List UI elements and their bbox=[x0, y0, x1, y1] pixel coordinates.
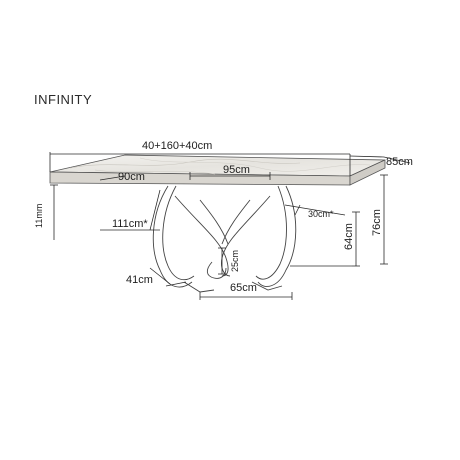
label-depth: 85cm bbox=[386, 156, 413, 168]
infinity-base bbox=[152, 185, 297, 293]
label-base-height: 64cm bbox=[343, 223, 355, 250]
label-leg-height-inner: 25cm bbox=[230, 250, 240, 272]
dim-inner-width: 90cm bbox=[99, 171, 145, 183]
dim-base-length: 111cm* bbox=[100, 189, 161, 231]
dim-inner-length: 95cm bbox=[189, 164, 271, 180]
dim-leg-height-inner: 25cm bbox=[218, 247, 240, 275]
dim-top-thickness: 11mm bbox=[34, 184, 58, 240]
label-top-thickness: 11mm bbox=[34, 204, 44, 228]
product-title: INFINITY bbox=[34, 92, 93, 107]
dim-base-height: 64cm bbox=[290, 211, 360, 267]
tabletop bbox=[49, 154, 386, 186]
dim-foot-length: 65cm bbox=[199, 282, 293, 300]
label-foot-length: 65cm bbox=[230, 282, 257, 294]
dim-depth: 85cm bbox=[349, 155, 413, 168]
label-base-length: 111cm* bbox=[112, 218, 148, 230]
label-overhang: 30cm* bbox=[308, 209, 334, 219]
dim-total-length: 40+160+40cm bbox=[49, 140, 351, 176]
dim-total-height: 76cm bbox=[371, 174, 388, 265]
dim-foot-depth: 41cm bbox=[126, 267, 187, 287]
dim-overhang: 30cm* bbox=[284, 204, 346, 219]
label-inner-width: 90cm bbox=[118, 171, 145, 183]
label-total-height: 76cm bbox=[371, 209, 383, 236]
label-total-length: 40+160+40cm bbox=[142, 140, 212, 152]
label-foot-depth: 41cm bbox=[126, 274, 153, 286]
label-inner-length: 95cm bbox=[223, 164, 250, 176]
